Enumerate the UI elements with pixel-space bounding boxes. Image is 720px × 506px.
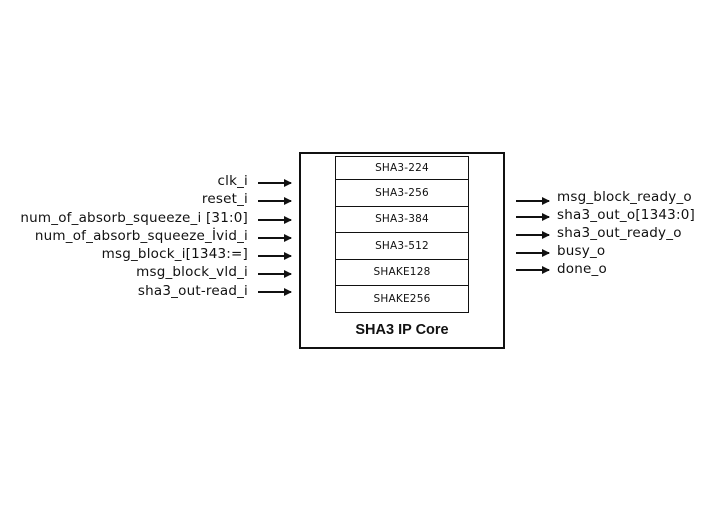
output-label-sha3-out: sha3_out_o[1343:0] xyxy=(557,207,695,223)
output-label-done: done_o xyxy=(557,261,607,277)
sha3-core-box xyxy=(299,152,505,349)
variant-sha3-384: SHA3-384 xyxy=(336,207,468,233)
variant-sha3-512: SHA3-512 xyxy=(336,233,468,260)
variant-sha3-256: SHA3-256 xyxy=(336,180,468,207)
input-label-msg-block: msg_block_i[1343:=] xyxy=(101,246,248,262)
output-label-sha3-out-ready: sha3_out_ready_o xyxy=(557,225,682,241)
core-title: SHA3 IP Core xyxy=(355,322,449,338)
algorithm-variant-stack: SHA3-224 SHA3-256 SHA3-384 SHA3-512 SHAK… xyxy=(335,156,469,313)
output-label-busy: busy_o xyxy=(557,243,606,259)
variant-sha3-224: SHA3-224 xyxy=(336,157,468,180)
input-label-clk: clk_i xyxy=(217,173,248,189)
input-label-num-absorb: num_of_absorb_squeeze_i [31:0] xyxy=(20,210,248,226)
input-label-sha3-out-read: sha3_out-read_i xyxy=(137,283,248,299)
input-label-reset: reset_i xyxy=(201,191,248,207)
input-label-msg-block-vld: msg_block_vld_i xyxy=(136,264,248,280)
output-label-msg-block-ready: msg_block_ready_o xyxy=(557,189,692,205)
input-label-num-absorb-vld: num_of_absorb_squeeze_İvid_i xyxy=(34,228,248,244)
variant-shake256: SHAKE256 xyxy=(336,286,468,313)
variant-shake128: SHAKE128 xyxy=(336,260,468,286)
